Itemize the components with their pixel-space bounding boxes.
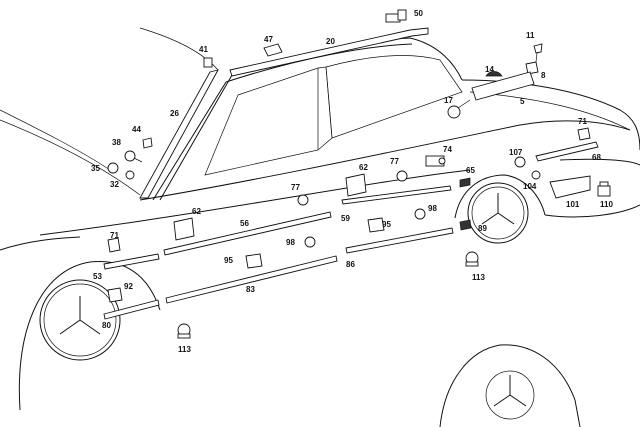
callout-74: 74: [443, 145, 452, 154]
nut-35: [107, 162, 119, 174]
clip-62-upper: [345, 173, 367, 197]
grommet-77-front: [297, 194, 309, 206]
callout-107: 107: [509, 148, 523, 157]
callout-98-upper: 98: [428, 204, 437, 213]
washer-32: [125, 170, 135, 180]
insert-65: [459, 177, 471, 188]
callout-11: 11: [526, 31, 535, 40]
callout-71-lower: 71: [110, 231, 119, 240]
clip-8: [525, 61, 539, 75]
callout-47: 47: [264, 35, 273, 44]
callout-71-upper: 71: [578, 117, 587, 126]
callout-8: 8: [541, 71, 546, 80]
a-pillar-molding-26: [139, 69, 219, 199]
callout-86: 86: [346, 260, 355, 269]
plug-113-left: [177, 323, 191, 339]
callout-38: 38: [112, 138, 121, 147]
callout-104: 104: [523, 182, 537, 191]
screw-38: [124, 150, 143, 163]
plug-113-right: [465, 251, 479, 267]
mercedes-star-icon-bottom: [493, 375, 527, 407]
callout-89: 89: [478, 224, 487, 233]
clip-71-upper: [577, 127, 591, 141]
callout-98-lower: 98: [286, 238, 295, 247]
clip-50: [385, 9, 407, 23]
nut-104: [531, 170, 541, 180]
bumper-cover-101: [549, 175, 591, 199]
callout-110: 110: [600, 200, 613, 209]
callout-56: 56: [240, 219, 249, 228]
callout-62-upper: 62: [359, 163, 368, 172]
front-door-molding-56: [163, 211, 332, 256]
front-door-lower-molding-83: [165, 255, 338, 304]
clip-95-left: [245, 253, 263, 269]
insert-89: [459, 219, 472, 231]
cap-14: [485, 71, 503, 77]
callout-113-right: 113: [472, 273, 485, 282]
door-molding-86: [345, 227, 454, 254]
callout-92: 92: [124, 282, 133, 291]
callout-83: 83: [246, 285, 255, 294]
plug-110: [597, 181, 611, 197]
mercedes-star-icon-rear: [481, 193, 515, 225]
callout-53: 53: [93, 272, 102, 281]
grommet-98-upper: [414, 208, 426, 220]
callout-17: 17: [444, 96, 453, 105]
callout-14: 14: [485, 65, 494, 74]
callout-59: 59: [341, 214, 350, 223]
callout-95-right: 95: [382, 220, 391, 229]
clip-92: [107, 287, 123, 303]
callout-32: 32: [110, 180, 119, 189]
clip-41: [203, 57, 213, 68]
grommet-77-upper: [396, 170, 408, 182]
callout-labels: 50 47 20 41 11 14 8 17 5 26 44 38 35 32 …: [91, 9, 613, 354]
fender-molding-53: [103, 253, 160, 270]
clip-44: [142, 137, 153, 149]
screw-17: [447, 99, 471, 119]
clip-62-lower: [173, 217, 195, 241]
roof-molding-20: [229, 27, 429, 77]
rear-molding-68: [535, 141, 599, 162]
mercedes-star-icon-front: [59, 296, 101, 335]
clip-74: [425, 155, 446, 167]
callout-77-front: 77: [291, 183, 300, 192]
callout-5: 5: [520, 97, 525, 106]
callout-44: 44: [132, 125, 141, 134]
callout-95-left: 95: [224, 256, 233, 265]
car-body-outline: [0, 27, 640, 427]
callout-68: 68: [592, 153, 601, 162]
grommet-98-lower: [304, 236, 316, 248]
door-molding-59: [341, 185, 452, 205]
callout-20: 20: [326, 37, 335, 46]
callout-35: 35: [91, 164, 100, 173]
callout-80: 80: [102, 321, 111, 330]
callout-50: 50: [414, 9, 423, 18]
clip-71-lower: [107, 237, 121, 253]
callout-62-lower: 62: [192, 207, 201, 216]
callout-65: 65: [466, 166, 475, 175]
callout-77-upper: 77: [390, 157, 399, 166]
callout-113-left: 113: [178, 345, 191, 354]
callout-41: 41: [199, 45, 208, 54]
fender-lower-molding-80: [103, 299, 160, 320]
grommet-107: [514, 156, 526, 168]
callout-101: 101: [566, 200, 580, 209]
trunk-trim-5: [471, 71, 535, 101]
rivet-11: [533, 43, 543, 63]
callout-26: 26: [170, 109, 179, 118]
clip-47: [263, 43, 283, 57]
clip-95-right: [367, 217, 385, 233]
